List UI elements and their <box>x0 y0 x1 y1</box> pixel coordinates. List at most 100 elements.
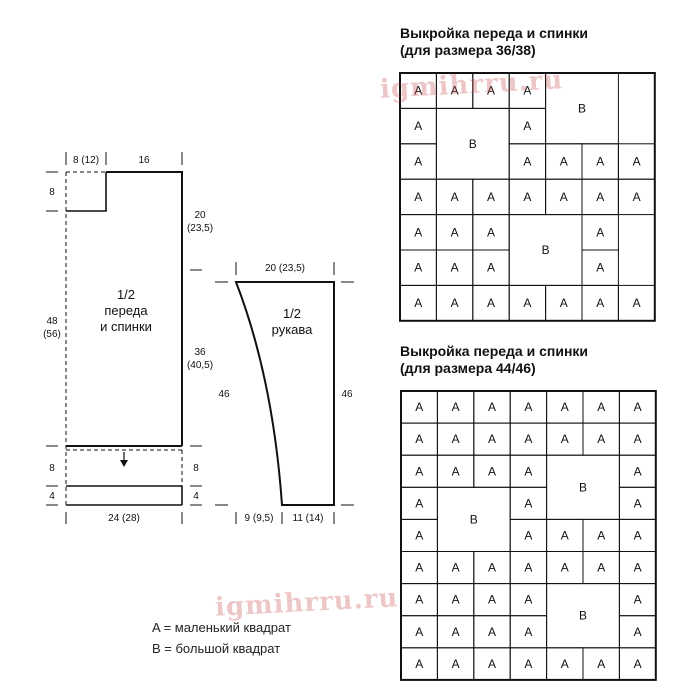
pattern1-cell-label: B <box>542 243 550 257</box>
down-arrow-icon <box>120 460 128 467</box>
pattern2-cell-label: A <box>634 528 642 542</box>
pattern1-title-line2: (для размера 36/38) <box>400 42 536 58</box>
body-top-right-width: 16 <box>138 155 150 166</box>
pattern2-cell-label: A <box>415 625 423 639</box>
pattern1-cell-label: A <box>596 225 604 239</box>
body-upper-height-line1: 20 <box>194 210 206 221</box>
pattern1-cell-label: A <box>633 296 641 310</box>
pattern2-cell-label: A <box>597 657 605 671</box>
pattern2-cell-label: A <box>415 528 423 542</box>
pattern2-title-line2: (для размера 44/46) <box>400 360 536 376</box>
pattern2-cell-label: A <box>634 400 642 414</box>
sleeve-piece <box>215 262 354 524</box>
sleeve-bottom-left: 9 (9,5) <box>245 513 274 524</box>
pattern2-title: Выкройка переда и спинки (для размера 44… <box>400 343 588 377</box>
pattern2-cell-label: A <box>524 593 532 607</box>
pattern2-cell-label: A <box>452 657 460 671</box>
pattern2-cell-label: A <box>524 528 532 542</box>
body-upper-height-line2: (23,5) <box>187 223 213 234</box>
pattern1-title-line1: Выкройка переда и спинки <box>400 25 589 41</box>
pattern2-cell-label: A <box>524 496 532 510</box>
pattern2-cell-label: A <box>488 593 496 607</box>
pattern1-cell-label: A <box>596 296 604 310</box>
pattern2-cell-label: A <box>452 464 460 478</box>
pattern2-cell-label: A <box>488 464 496 478</box>
pattern1-cell-label: A <box>560 155 568 169</box>
pattern1-cell-label: A <box>560 190 568 204</box>
pattern2-cell-label: A <box>597 400 605 414</box>
pattern2-cell-label: A <box>488 657 496 671</box>
pattern1-cell-small <box>617 178 656 216</box>
pattern1-cell-label: A <box>451 84 459 98</box>
body-rib-right: 4 <box>193 491 199 502</box>
pattern1-cell-label: A <box>451 261 459 275</box>
pattern1-cell-label: A <box>487 190 495 204</box>
pattern1-cell-label: A <box>523 119 531 133</box>
neckline-curve <box>66 172 107 212</box>
pattern1-cell-label: A <box>451 225 459 239</box>
sleeve-outline <box>234 281 335 506</box>
pattern2-cell-label: A <box>524 432 532 446</box>
pattern2-cell-label: A <box>634 625 642 639</box>
pattern2-cell-label: A <box>634 593 642 607</box>
pattern1-cell-label: A <box>523 155 531 169</box>
pattern2-cell-label: A <box>524 561 532 575</box>
pattern2-cell-label: A <box>561 432 569 446</box>
pattern2-cell-label: A <box>488 561 496 575</box>
sleeve-bottom-right: 11 (14) <box>293 513 324 524</box>
body-bottom-width: 24 (28) <box>108 513 140 524</box>
pattern1-cell-label: A <box>633 155 641 169</box>
pattern1-cell-label: A <box>414 225 422 239</box>
pattern1-cell-label: A <box>596 155 604 169</box>
pattern1-cell-label: A <box>414 119 422 133</box>
pattern2-cell-label: A <box>561 657 569 671</box>
pattern2-cell-label: A <box>561 400 569 414</box>
pattern1-cell-label: B <box>469 137 477 151</box>
body-total-height-line1: 48 <box>46 316 58 327</box>
pattern1-cell-label: A <box>596 190 604 204</box>
pattern1-cell-label: A <box>523 296 531 310</box>
body-piece-outline <box>106 171 183 446</box>
pattern2-cell-label: B <box>470 512 478 526</box>
pattern2-cell-label: A <box>452 432 460 446</box>
body-label-line1: 1/2 <box>117 287 135 302</box>
pattern1-cell-label: A <box>523 190 531 204</box>
legend-line-a: A = маленький квадрат <box>152 620 291 635</box>
pattern2-cell-label: A <box>524 657 532 671</box>
body-top-left-width: 8 (12) <box>73 155 99 166</box>
pattern2-cell-label: A <box>634 432 642 446</box>
body-piece-labels: 8 (12) 16 8 20 (23,5) 48 (56) 36 (40,5) … <box>43 155 213 524</box>
pattern2-cell-label: A <box>488 400 496 414</box>
pattern2-cell-label: A <box>488 432 496 446</box>
pattern2-cell-label: A <box>561 561 569 575</box>
pattern2-cell-label: A <box>597 528 605 542</box>
pattern1-cell-label: A <box>487 261 495 275</box>
pattern2-cell-label: B <box>579 480 587 494</box>
pattern1-cell-label: A <box>414 155 422 169</box>
body-lower-height-line1: 36 <box>194 347 206 358</box>
body-neck-depth: 8 <box>49 187 55 198</box>
pattern2-title-line1: Выкройка переда и спинки <box>400 343 589 359</box>
pattern2-cell-label: A <box>415 496 423 510</box>
sleeve-labels: 20 (23,5) 46 46 9 (9,5) 11 (14) 1/2 рука… <box>218 263 353 524</box>
pattern1-cell-small <box>617 284 656 322</box>
pattern2-cell-label: A <box>415 400 423 414</box>
body-total-height-line2: (56) <box>43 329 61 340</box>
pattern2-cell-label: A <box>634 561 642 575</box>
pattern1-cell-label: A <box>523 84 531 98</box>
pattern1-cell-label: A <box>414 261 422 275</box>
body-band-left: 8 <box>49 463 55 474</box>
body-band-right: 8 <box>193 463 199 474</box>
pattern2-cell-label: B <box>579 609 587 623</box>
pattern1-cell-label: A <box>487 225 495 239</box>
sleeve-top-width: 20 (23,5) <box>265 263 305 274</box>
pattern1-cell-label: A <box>560 296 568 310</box>
body-rib-left: 4 <box>49 491 55 502</box>
pattern2-cell-label: A <box>561 528 569 542</box>
pattern1-cell-label: A <box>487 84 495 98</box>
pattern2-cell-label: A <box>634 657 642 671</box>
pattern1-cell-label: A <box>414 296 422 310</box>
pattern2-cell-label: A <box>452 625 460 639</box>
